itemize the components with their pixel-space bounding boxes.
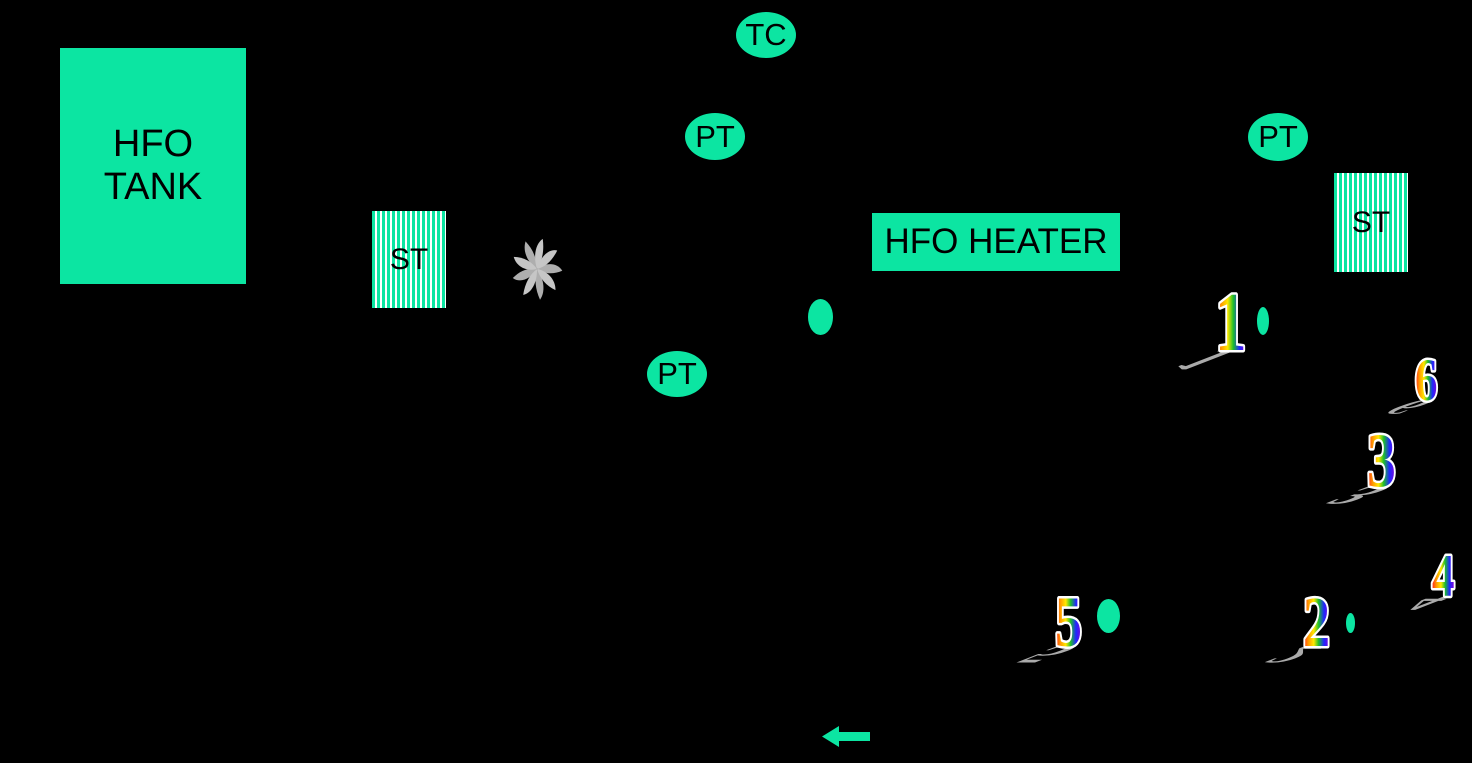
marker-4-glyph: 4	[1432, 544, 1454, 610]
pressure-transmitter-outlet: PT	[1248, 113, 1308, 161]
marker-5: 5 5	[999, 579, 1097, 668]
marker-2: 2 2	[1247, 579, 1345, 668]
pressure-transmitter-suction-label: PT	[657, 356, 697, 391]
pressure-transmitter-discharge: PT	[685, 113, 745, 160]
marker-6-glyph: 6	[1415, 348, 1437, 414]
marker-4-shadow: 4	[1385, 591, 1467, 614]
marker-2-glyph: 2	[1303, 582, 1330, 662]
outlet-strainer: ST	[1334, 173, 1408, 272]
marker-4: 4 4	[1385, 542, 1467, 614]
hfo-tank-label: HFO TANK	[103, 123, 203, 208]
suction-strainer-label: ST	[389, 242, 429, 276]
pump-impeller-icon	[512, 238, 563, 300]
temperature-controller: TC	[736, 12, 796, 58]
temperature-controller-label: TC	[745, 17, 787, 52]
pressure-transmitter-discharge-label: PT	[695, 118, 735, 154]
flow-direction-arrow-icon	[822, 726, 870, 747]
valve-point-1	[1257, 307, 1269, 335]
hfo-tank: HFO TANK	[60, 48, 246, 284]
marker-6: 6 6	[1368, 346, 1450, 418]
outlet-strainer-label: ST	[1351, 205, 1391, 239]
marker-1-glyph: 1	[1215, 276, 1247, 369]
pressure-transmitter-suction: PT	[647, 351, 707, 397]
valve-heater-inlet	[808, 299, 833, 335]
valve-point-2	[1346, 613, 1355, 633]
valve-point-5	[1097, 599, 1120, 633]
hfo-heater: HFO HEATER	[872, 213, 1120, 271]
marker-6-shadow: 6	[1368, 395, 1450, 418]
marker-3-glyph: 3	[1367, 417, 1396, 503]
pressure-transmitter-outlet-label: PT	[1258, 119, 1298, 154]
marker-5-glyph: 5	[1055, 582, 1082, 662]
hfo-heater-label: HFO HEATER	[884, 222, 1108, 261]
marker-3: 3 3	[1307, 415, 1412, 510]
suction-strainer: ST	[372, 211, 446, 308]
marker-1: 1 1	[1147, 274, 1263, 376]
